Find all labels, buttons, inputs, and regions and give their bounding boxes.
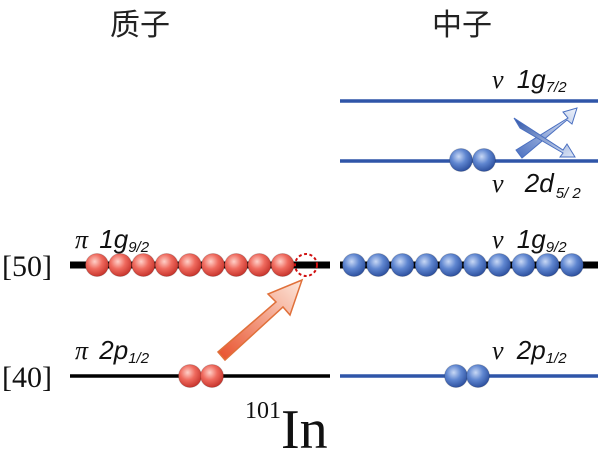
neutron-2p12-label: ν 2p1/2 (492, 335, 567, 367)
proton-particle (178, 364, 202, 388)
proton-particle (108, 253, 133, 277)
proton-particle (85, 253, 109, 277)
svg-text:π 2p1/2: π 2p1/2 (75, 335, 150, 367)
magic-number-40: [40] (2, 361, 52, 394)
neutron-particle (463, 253, 487, 277)
neutron-particle (472, 148, 496, 172)
proton-1g92-label: π 1g9/2 (75, 224, 150, 256)
proton-header: 质子 (110, 8, 170, 43)
proton-particle (154, 253, 179, 277)
proton-2p12-label: π 2p1/2 (75, 335, 150, 367)
neutron-particle (466, 364, 490, 388)
neutron-2p12-particles (444, 364, 490, 388)
neutron-particle (444, 364, 468, 388)
neutron-particle (342, 253, 366, 277)
neutron-particle (414, 253, 439, 277)
neutron-particle (390, 253, 415, 277)
svg-text:π 1g9/2: π 1g9/2 (75, 224, 150, 256)
neutron-header: 中子 (432, 8, 492, 43)
proton-particle (200, 364, 224, 388)
proton-particle (224, 253, 249, 277)
proton-particle (177, 253, 202, 277)
proton-hole (294, 253, 318, 277)
neutron-particle (366, 253, 391, 277)
proton-particle (247, 253, 272, 277)
neutron-1g92-particles (342, 253, 584, 277)
neutron-1g72-label: ν 1g7/2 (492, 64, 567, 96)
neutron-particle (449, 148, 473, 172)
neutron-1g92-label: ν 1g9/2 (492, 224, 567, 256)
nucleus-label: 101In (245, 398, 328, 452)
scatter-arrow-down (513, 117, 576, 158)
proton-1g92-particles (85, 253, 295, 277)
neutron-particle (535, 253, 560, 277)
neutron-particle (511, 253, 536, 277)
proton-particle (131, 253, 156, 277)
neutron-particle (438, 253, 463, 277)
excitation-arrow (216, 278, 304, 362)
neutron-2d52-particles (449, 148, 496, 172)
neutron-particle (559, 253, 584, 277)
scatter-arrow-up (515, 107, 578, 159)
proton-particle (201, 253, 225, 277)
proton-2p12-particles (178, 364, 224, 388)
proton-particle (270, 253, 295, 277)
neutron-particle (487, 253, 512, 277)
magic-number-50: [50] (2, 250, 52, 283)
